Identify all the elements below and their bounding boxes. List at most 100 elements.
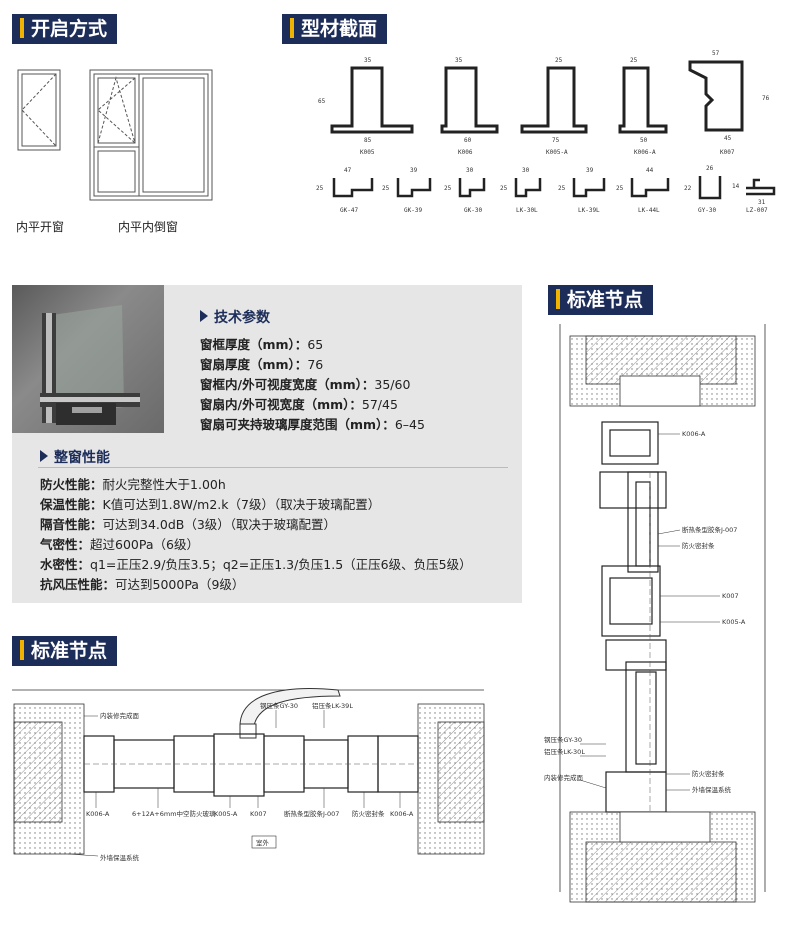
svg-text:35: 35 [364, 57, 372, 64]
svg-text:31: 31 [758, 199, 766, 206]
tech-params-title: 技术参数 [200, 307, 270, 327]
window-a-label: 内平开窗 [16, 220, 65, 234]
profile-sections: 35 85 65 K005 35 60 K006 25 75 K005-A 25… [316, 50, 776, 214]
opening-diagrams [17, 69, 213, 201]
profile-k006-a: 25 50 K006-A [618, 57, 668, 156]
svg-text:LK-30L: LK-30L [516, 207, 538, 214]
label-fire-seal: 防火密封条 [352, 809, 385, 818]
svg-text:57: 57 [712, 50, 720, 57]
section-header-opening: 开启方式 [12, 14, 118, 44]
tech-line: 窗扇内/外可视宽度（mm）：57/45 [200, 397, 398, 412]
label-inner-finish: 内装修完成面 [100, 711, 140, 720]
node-drawing-horizontal: 内装修完成面 钢压条GY-30 铝压条LK-39L K006-A 6+12A+6… [12, 688, 485, 862]
top-wall-section [569, 335, 756, 407]
left-wall-section [13, 703, 85, 855]
label-k006-a-left: K006-A [86, 810, 110, 818]
svg-text:76: 76 [762, 95, 770, 102]
window-performance-title: 整窗性能 [40, 447, 110, 467]
profile-lk-30l: 30 25 LK-30L [500, 167, 542, 214]
frame-profile-stack [599, 421, 667, 813]
svg-text:GY-30: GY-30 [698, 207, 716, 214]
label-gy-30: 钢压条GY-30 [544, 735, 582, 744]
section-header-node-bottom: 标准节点 [12, 636, 118, 666]
profile-gk-30: 30 25 GK-30 [444, 167, 486, 214]
label-lk-30l: 铝压条LK-30L [544, 747, 585, 756]
svg-text:26: 26 [706, 165, 714, 172]
tech-line: 窗框厚度（mm）：65 [200, 337, 324, 352]
profile-lk-39l: 39 25 LK-39L [558, 167, 606, 214]
label-outer-insulation: 外墙保温系统 [100, 853, 140, 862]
svg-text:25: 25 [555, 57, 563, 64]
svg-text:GK-47: GK-47 [340, 207, 358, 214]
perf-line: 保温性能：K值可达到1.8W/m2.k（7级）（取决于玻璃配置） [40, 497, 381, 512]
svg-text:22: 22 [684, 185, 692, 192]
label-k006-a-right: K006-A [390, 810, 414, 818]
svg-text:14: 14 [732, 183, 740, 190]
svg-text:85: 85 [364, 137, 372, 144]
svg-text:LK-39L: LK-39L [578, 207, 600, 214]
svg-text:30: 30 [466, 167, 474, 174]
svg-text:25: 25 [444, 185, 452, 192]
svg-text:44: 44 [646, 167, 654, 174]
svg-text:LZ-007: LZ-007 [746, 207, 768, 214]
label-glass: 6+12A+6mm中空防火玻璃 [132, 809, 216, 818]
svg-text:GK-30: GK-30 [464, 207, 482, 214]
label-inner-finish: 内装修完成面 [544, 773, 584, 782]
label-k007: K007 [722, 592, 739, 600]
svg-text:25: 25 [630, 57, 638, 64]
label-seal: 断热条型胶条J-007 [682, 525, 737, 534]
perf-line: 抗风压性能：可达到5000Pa（9级） [40, 577, 245, 592]
svg-text:50: 50 [640, 137, 648, 144]
window-b-label: 内平内倒窗 [118, 220, 179, 234]
divider [38, 467, 508, 468]
profile-k005-a: 25 75 K005-A [520, 57, 588, 156]
svg-text:39: 39 [410, 167, 418, 174]
svg-text:30: 30 [522, 167, 530, 174]
label-fire-seal-2: 防火密封条 [692, 769, 725, 778]
triangle-bullet-icon [200, 310, 208, 322]
svg-text:K005: K005 [360, 149, 375, 156]
svg-text:35: 35 [455, 57, 463, 64]
svg-text:25: 25 [382, 185, 390, 192]
svg-text:47: 47 [344, 167, 352, 174]
tech-line: 窗扇可夹持玻璃厚度范围（mm）：6–45 [200, 417, 425, 432]
frame-profile-row [83, 733, 419, 797]
perf-line: 气密性：超过600Pa（6级） [40, 537, 199, 552]
perf-line: 水密性：q1=正压2.9/负压3.5；q2=正压1.3/负压1.5（正压6级、负… [40, 557, 472, 572]
svg-text:25: 25 [500, 185, 508, 192]
profile-gy-30: 26 22 GY-30 [684, 165, 722, 214]
svg-text:25: 25 [558, 185, 566, 192]
profile-photo-illustration [40, 305, 140, 425]
label-outside: 室外 [256, 838, 270, 847]
profile-lz-007: 31 14 LZ-007 [732, 178, 776, 214]
label-seal: 断热条型胶条J-007 [284, 809, 339, 818]
svg-text:45: 45 [724, 135, 732, 142]
right-wall-section [417, 703, 485, 855]
svg-text:75: 75 [552, 137, 560, 144]
section-header-node-right: 标准节点 [548, 285, 654, 315]
handle-icon [239, 688, 341, 727]
svg-text:39: 39 [586, 167, 594, 174]
profile-k006: 35 60 K006 [440, 57, 499, 156]
profile-k007: 57 45 76 K007 [688, 50, 770, 156]
leader-lines [579, 433, 720, 791]
profile-gk-47: 47 25 GK-47 [316, 167, 374, 214]
svg-text:25: 25 [616, 185, 624, 192]
profile-lk-44l: 44 25 LK-44L [616, 167, 670, 214]
profile-photo [12, 285, 164, 433]
label-gy-30: 钢压条GY-30 [260, 701, 298, 710]
label-outer-insulation: 外墙保温系统 [692, 785, 732, 794]
label-k006-a: K006-A [682, 430, 706, 438]
svg-text:K007: K007 [720, 149, 735, 156]
label-k005-a: K005-A [214, 810, 238, 818]
svg-text:K005-A: K005-A [546, 149, 568, 156]
svg-text:GK-39: GK-39 [404, 207, 422, 214]
section-header-profiles: 型材截面 [282, 14, 388, 44]
svg-text:K006-A: K006-A [634, 149, 656, 156]
perf-line: 防火性能：耐火完整性大于1.00h [40, 477, 226, 492]
label-lk-39l: 铝压条LK-39L [312, 701, 353, 710]
label-k007: K007 [250, 810, 267, 818]
svg-text:LK-44L: LK-44L [638, 207, 660, 214]
tilt-turn-window-diagram [89, 69, 213, 201]
svg-text:K006: K006 [458, 149, 473, 156]
